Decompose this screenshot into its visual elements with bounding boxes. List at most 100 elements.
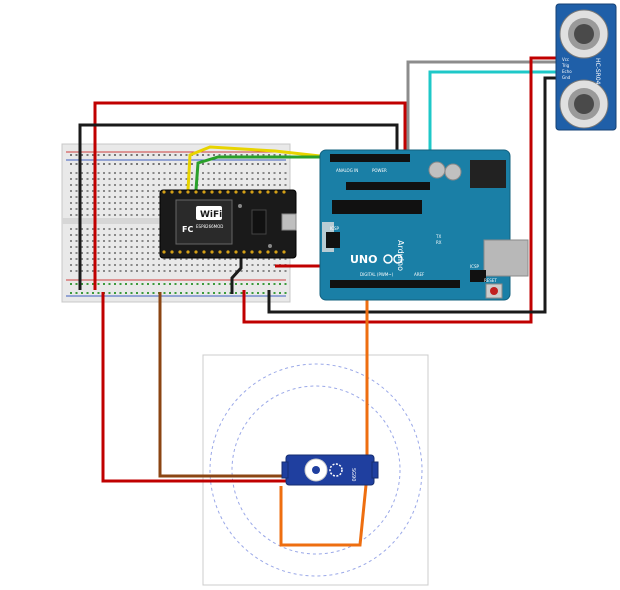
breadboard-hole	[169, 163, 171, 165]
breadboard-hole	[174, 154, 177, 156]
breadboard-hole	[268, 154, 270, 156]
breadboard-hole	[136, 252, 138, 254]
breadboard-hole	[130, 178, 133, 180]
breadboard-hole	[152, 228, 155, 230]
breadboard-hole	[86, 264, 89, 266]
breadboard-hole	[169, 292, 171, 294]
breadboard-hole	[169, 270, 171, 272]
breadboard-hole	[268, 264, 270, 266]
breadboard-hole	[246, 292, 248, 294]
breadboard-hole	[284, 258, 287, 260]
breadboard-hole	[86, 178, 89, 180]
breadboard-hole	[92, 172, 94, 174]
breadboard-hole	[147, 252, 149, 254]
nodemcu-pin	[274, 250, 278, 254]
breadboard-hole	[279, 154, 281, 156]
breadboard-hole	[136, 202, 138, 204]
breadboard-hole	[125, 172, 127, 174]
breadboard-hole	[92, 292, 94, 294]
nodemcu-pin	[226, 250, 230, 254]
breadboard-hole	[279, 178, 281, 180]
breadboard-hole	[86, 154, 89, 156]
breadboard-hole	[174, 292, 177, 294]
breadboard-hole	[169, 172, 171, 174]
breadboard-hole	[103, 246, 105, 248]
breadboard-hole	[180, 172, 182, 174]
breadboard-hole	[119, 154, 122, 156]
breadboard-hole	[174, 184, 177, 186]
breadboard-hole	[114, 190, 116, 192]
breadboard-hole	[218, 283, 221, 285]
breadboard-hole	[279, 184, 281, 186]
breadboard-hole	[92, 234, 94, 236]
breadboard-hole	[229, 258, 232, 260]
breadboard-hole	[235, 154, 237, 156]
breadboard-hole	[130, 154, 133, 156]
breadboard-hole	[92, 178, 94, 180]
breadboard-hole	[158, 258, 160, 260]
breadboard-hole	[196, 283, 199, 285]
breadboard-hole	[125, 283, 127, 285]
breadboard-hole	[191, 283, 193, 285]
breadboard-hole	[92, 154, 94, 156]
breadboard-hole	[284, 270, 287, 272]
transducer-top	[559, 9, 609, 59]
breadboard-hole	[103, 208, 105, 210]
wire-orange-servo	[279, 294, 369, 547]
breadboard-hole	[108, 246, 111, 248]
breadboard-hole	[246, 178, 248, 180]
breadboard-hole	[147, 178, 149, 180]
breadboard-hole	[92, 252, 94, 254]
breadboard-hole	[114, 258, 116, 260]
breadboard-hole	[246, 258, 248, 260]
breadboard-hole	[70, 252, 72, 254]
breadboard-hole	[125, 270, 127, 272]
breadboard-hole	[196, 154, 199, 156]
breadboard-hole	[246, 270, 248, 272]
breadboard-hole	[152, 258, 155, 260]
breadboard-hole	[75, 292, 78, 294]
breadboard-hole	[81, 270, 83, 272]
breadboard-hole	[147, 154, 149, 156]
breadboard-hole	[103, 178, 105, 180]
breadboard-hole	[136, 214, 138, 216]
breadboard-hole	[185, 154, 188, 156]
breadboard-hole	[97, 264, 100, 266]
breadboard-hole	[97, 234, 100, 236]
breadboard-hole	[108, 154, 111, 156]
breadboard-hole	[119, 258, 122, 260]
breadboard-hole	[70, 264, 72, 266]
breadboard-hole	[229, 163, 232, 165]
nodemcu-esp8266-module: WiFi FC ESP8266MOD	[159, 189, 297, 259]
nodemcu-pin	[242, 250, 246, 254]
breadboard-hole	[152, 214, 155, 216]
breadboard-hole	[114, 264, 116, 266]
breadboard-hole	[268, 258, 270, 260]
breadboard-hole	[108, 258, 111, 260]
breadboard-hole	[152, 163, 155, 165]
breadboard-hole	[218, 178, 221, 180]
breadboard-hole	[92, 246, 94, 248]
breadboard-hole	[130, 202, 133, 204]
breadboard-hole	[136, 154, 138, 156]
breadboard-hole	[119, 163, 122, 165]
breadboard-hole	[114, 283, 116, 285]
usb-serial-chip	[251, 209, 267, 235]
breadboard-hole	[224, 270, 226, 272]
breadboard-hole	[152, 196, 155, 198]
breadboard-hole	[103, 163, 105, 165]
breadboard-hole	[202, 154, 204, 156]
breadboard-hole	[152, 172, 155, 174]
breadboard-hole	[119, 264, 122, 266]
breadboard-hole	[262, 172, 265, 174]
breadboard-hole	[81, 283, 83, 285]
breadboard-hole	[114, 154, 116, 156]
breadboard-hole	[284, 154, 287, 156]
breadboard-hole	[92, 240, 94, 242]
breadboard-hole	[86, 234, 89, 236]
breadboard-hole	[81, 202, 83, 204]
breadboard-hole	[86, 270, 89, 272]
breadboard-hole	[240, 178, 243, 180]
breadboard-hole	[163, 264, 166, 266]
